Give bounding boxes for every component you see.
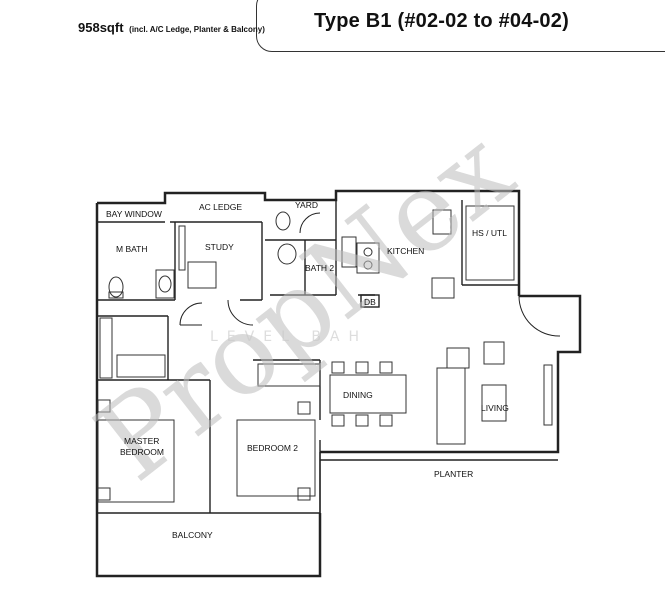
header: 958sqft (incl. A/C Ledge, Planter & Balc… xyxy=(0,0,665,56)
label-balcony: BALCONY xyxy=(172,530,213,540)
label-living: LIVING xyxy=(481,403,509,413)
label-m-bath: M BATH xyxy=(116,244,147,254)
label-bay-window: BAY WINDOW xyxy=(106,209,162,219)
label-master-bedroom-2: BEDROOM xyxy=(120,447,164,457)
label-db: DB xyxy=(364,297,376,307)
unit-area: 958sqft (incl. A/C Ledge, Planter & Balc… xyxy=(78,20,265,35)
label-hs-utl: HS / UTL xyxy=(472,228,507,238)
label-study: STUDY xyxy=(205,242,234,252)
label-dining: DINING xyxy=(343,390,373,400)
label-yard: YARD xyxy=(295,200,318,210)
label-ac-ledge: AC LEDGE xyxy=(199,202,242,212)
label-bath-2: BATH 2 xyxy=(305,263,334,273)
outer-walls xyxy=(95,189,582,578)
label-bedroom-2: BEDROOM 2 xyxy=(247,443,298,453)
interior-walls xyxy=(97,200,558,514)
label-kitchen: KITCHEN xyxy=(387,246,424,256)
fixtures xyxy=(97,205,553,503)
door-swings xyxy=(179,212,561,337)
unit-area-note: (incl. A/C Ledge, Planter & Balcony) xyxy=(129,25,265,34)
label-master-bedroom-1: MASTER xyxy=(124,436,159,446)
type-title-frame xyxy=(256,0,665,52)
watermark-sub: LEVEL BAH xyxy=(210,329,368,345)
room-labels: BAY WINDOW AC LEDGE YARD M BATH STUDY BA… xyxy=(106,200,509,540)
label-planter: PLANTER xyxy=(434,469,473,479)
unit-type-title: Type B1 (#02-02 to #04-02) xyxy=(314,10,569,32)
